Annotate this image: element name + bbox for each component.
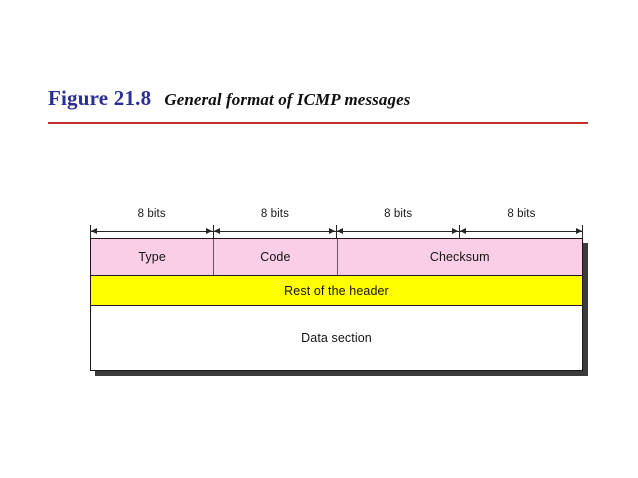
bit-width-arrows <box>90 225 583 238</box>
title-divider-rule <box>48 122 588 124</box>
arrow-head-0-right <box>206 227 212 234</box>
ruler-tick-2 <box>336 225 337 238</box>
bit-label-3: 8 bits <box>507 208 536 220</box>
bit-label-0: 8 bits <box>137 208 166 220</box>
arrow-head-1-left <box>214 227 220 234</box>
ruler-tick-4 <box>582 225 583 238</box>
arrow-head-1-right <box>329 227 335 234</box>
data-section-row: Data section <box>91 306 582 370</box>
arrow-head-2-right <box>452 227 458 234</box>
bit-label-2: 8 bits <box>384 208 413 220</box>
figure-number: Figure 21.8 <box>48 86 152 110</box>
figure-title: Figure 21.8 General format of ICMP messag… <box>48 86 588 112</box>
arrow-head-0-left <box>91 227 97 234</box>
field-code: Code <box>214 239 338 275</box>
field-rest-of-header: Rest of the header <box>284 283 389 298</box>
icmp-message-format-diagram: 8 bits 8 bits 8 bits 8 bits Type Code <box>90 207 583 371</box>
bit-width-ruler: 8 bits 8 bits 8 bits 8 bits <box>90 207 583 238</box>
bit-label-1: 8 bits <box>260 208 289 220</box>
field-type: Type <box>91 239 215 275</box>
figure-caption: General format of ICMP messages <box>164 90 411 109</box>
bit-width-labels: 8 bits 8 bits 8 bits 8 bits <box>90 207 583 223</box>
field-data-section: Data section <box>301 331 372 345</box>
ruler-tick-1 <box>213 225 214 238</box>
packet-layout-table: Type Code Checksum Rest of the header Da… <box>90 238 583 371</box>
ruler-tick-0 <box>90 225 91 238</box>
arrow-head-2-left <box>337 227 343 234</box>
arrow-head-3-left <box>460 227 466 234</box>
rest-of-header-row: Rest of the header <box>91 276 582 306</box>
arrow-head-3-right <box>576 227 582 234</box>
ruler-tick-3 <box>459 225 460 238</box>
field-checksum: Checksum <box>429 250 490 264</box>
icmp-header-row: Type Code Checksum <box>91 239 582 276</box>
